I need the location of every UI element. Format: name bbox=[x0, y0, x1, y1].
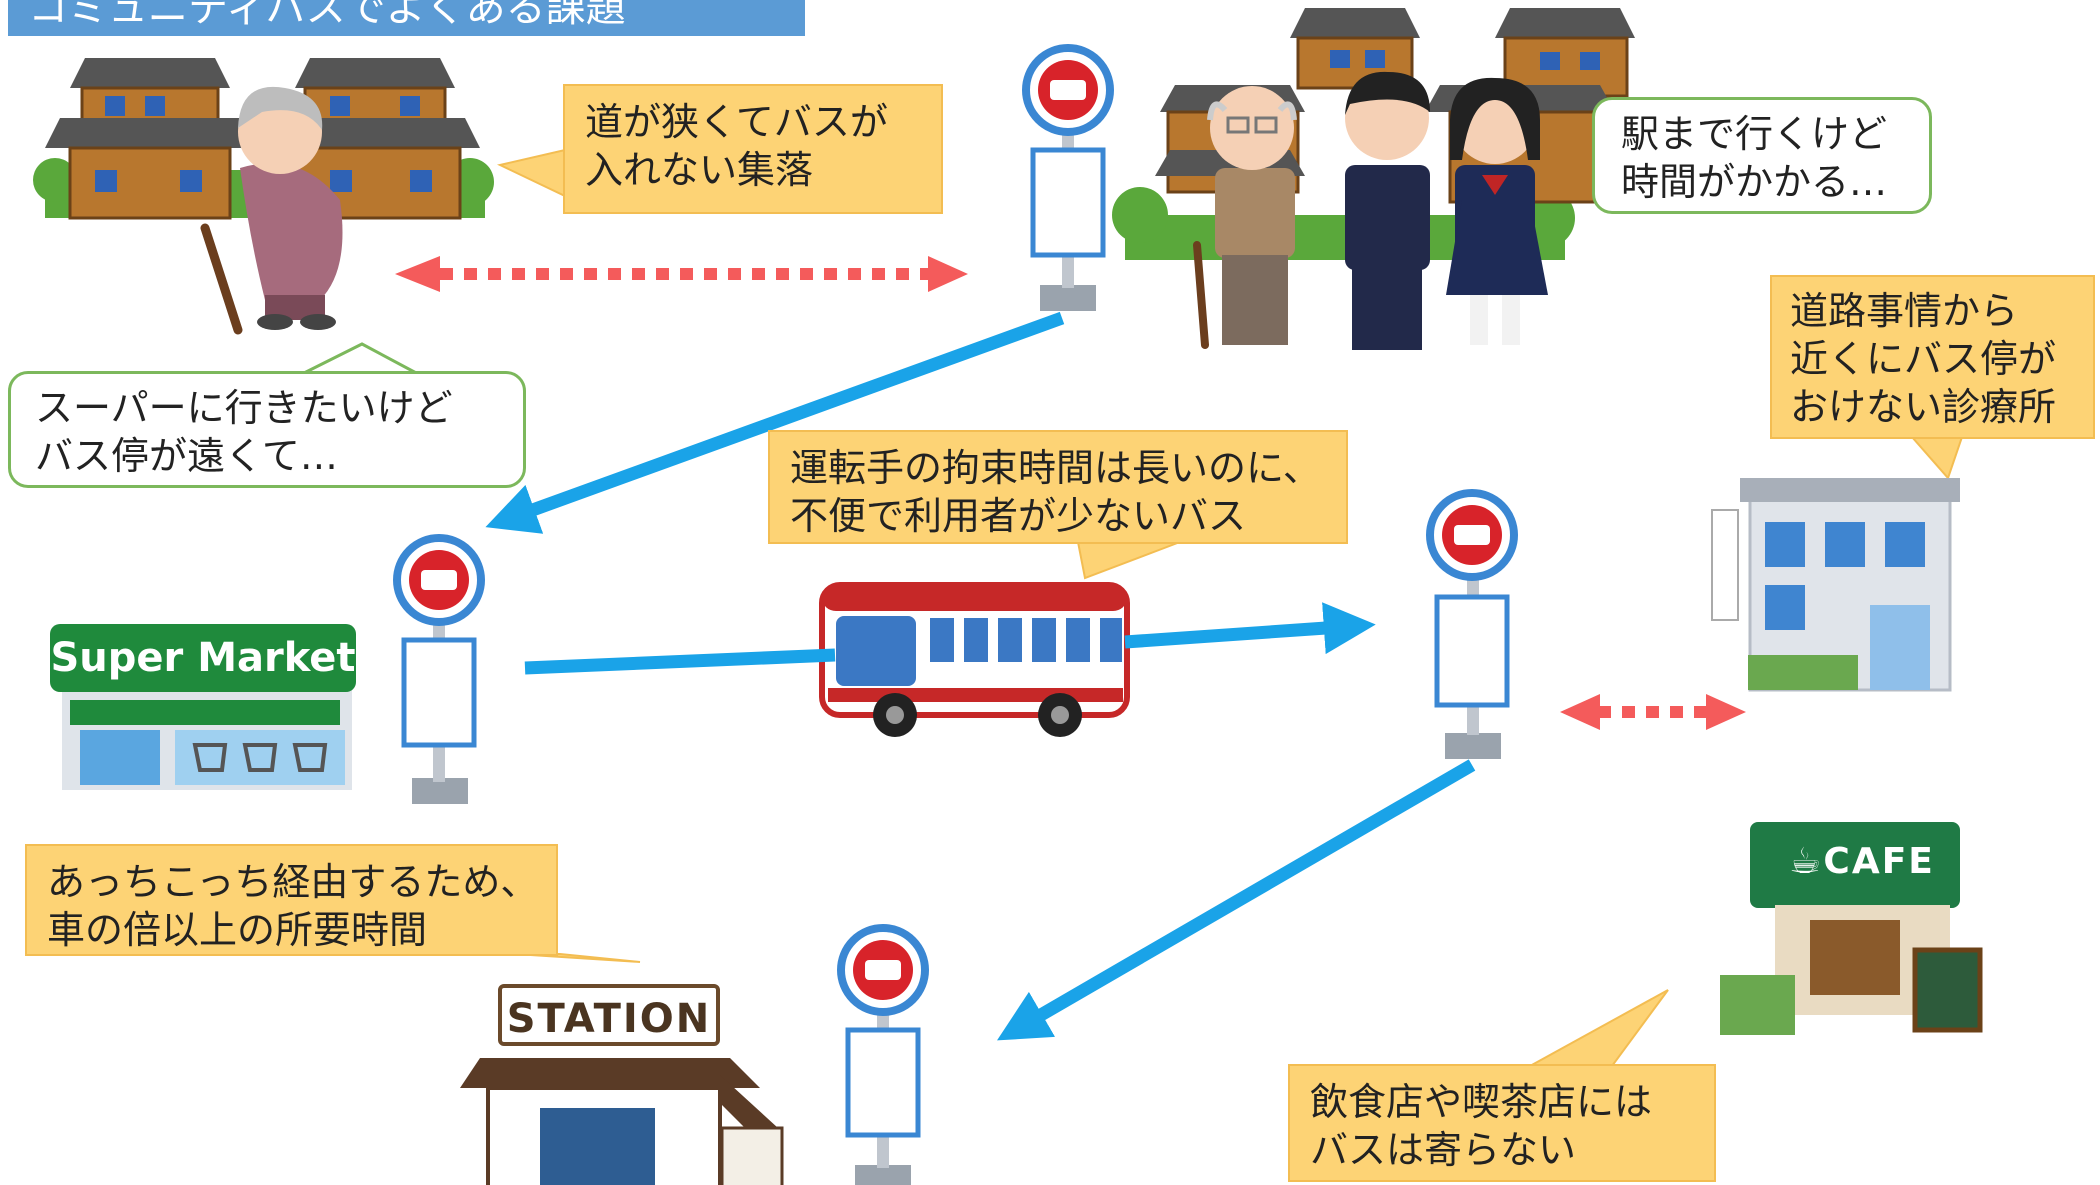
speech-bubble-supermarket-trip: スーパーに行きたいけど バス停が遠くて… bbox=[8, 371, 526, 488]
route-arrow-top-to-supermarket bbox=[485, 311, 1065, 534]
speech-bubble-station-trip: 駅まで行くけど 時間がかかる… bbox=[1592, 97, 1932, 214]
callout-line: 駅まで行くけど bbox=[1621, 112, 1888, 156]
supermarket-sign: Super Market bbox=[50, 624, 356, 692]
callout-driver-tail bbox=[1076, 541, 1181, 580]
elderly-woman-figure bbox=[200, 86, 343, 335]
callout-line: 道が狭くてバスが bbox=[585, 100, 888, 144]
page-title: コミュニティバスでよくある課題 bbox=[8, 0, 805, 36]
elderly-man-figure bbox=[1193, 86, 1297, 349]
cafe-building bbox=[1720, 822, 1983, 1035]
callout-village-tail bbox=[496, 148, 566, 198]
callout-cafe-no-stop: 飲食店や喫茶店には バスは寄らない bbox=[1288, 1064, 1716, 1182]
route-arrow-bus-to-right-stop bbox=[1124, 602, 1376, 655]
bus-stop-station bbox=[837, 924, 929, 1185]
callout-line: 道路事情から bbox=[1790, 289, 2019, 333]
coffee-cup-icon: ☕ bbox=[1789, 841, 1824, 882]
callout-line: 飲食店や喫茶店には bbox=[1310, 1080, 1653, 1124]
callout-narrow-road-village: 道が狭くてバスが 入れない集落 bbox=[563, 84, 943, 214]
station-sign: STATION bbox=[498, 984, 720, 1046]
route-arrow-right-to-station bbox=[997, 759, 1476, 1041]
callout-line: あっちこっち経由するため、 bbox=[47, 860, 539, 904]
callout-line: 車の倍以上の所要時間 bbox=[47, 908, 428, 952]
bus-stop-right bbox=[1426, 489, 1518, 759]
callout-line: 運転手の拘束時間は長いのに、 bbox=[790, 446, 1321, 490]
callout-line: 入れない集落 bbox=[585, 148, 814, 192]
bus-vehicle bbox=[819, 582, 1130, 737]
gap-arrow-village-to-stop bbox=[395, 256, 968, 292]
cafe-sign-label: CAFE bbox=[1823, 841, 1935, 882]
route-arrow-supermarket-to-bus bbox=[524, 648, 836, 675]
callout-line: スーパーに行きたいけど bbox=[35, 386, 453, 430]
callout-detour-time: あっちこっち経由するため、 車の倍以上の所要時間 bbox=[25, 844, 558, 956]
station-building bbox=[460, 1058, 784, 1185]
callout-clinic-tail bbox=[1909, 436, 1964, 480]
schoolboy-figure bbox=[1345, 71, 1430, 350]
supermarket-building bbox=[62, 690, 352, 790]
cafe-sign: ☕CAFE bbox=[1776, 836, 1948, 888]
bus-stop-supermarket bbox=[393, 534, 485, 804]
callout-cafe-tail bbox=[1529, 989, 1669, 1067]
callout-line: 不便で利用者が少ないバス bbox=[790, 494, 1247, 538]
callout-line: おけない診療所 bbox=[1790, 385, 2057, 429]
callout-clinic-no-stop: 道路事情から 近くにバス停が おけない診療所 bbox=[1770, 275, 2095, 439]
gap-arrow-stop-to-clinic bbox=[1560, 694, 1746, 730]
callout-driver-hours: 運転手の拘束時間は長いのに、 不便で利用者が少ないバス bbox=[768, 430, 1348, 544]
callout-line: バスは寄らない bbox=[1310, 1128, 1577, 1172]
schoolgirl-figure bbox=[1446, 77, 1548, 345]
callout-line: 近くにバス停が bbox=[1790, 337, 2057, 381]
callout-line: バス停が遠くて… bbox=[35, 434, 338, 478]
bus-stop-top bbox=[1022, 44, 1114, 311]
clinic-building bbox=[1711, 478, 1960, 692]
callout-line: 時間がかかる… bbox=[1621, 160, 1888, 204]
